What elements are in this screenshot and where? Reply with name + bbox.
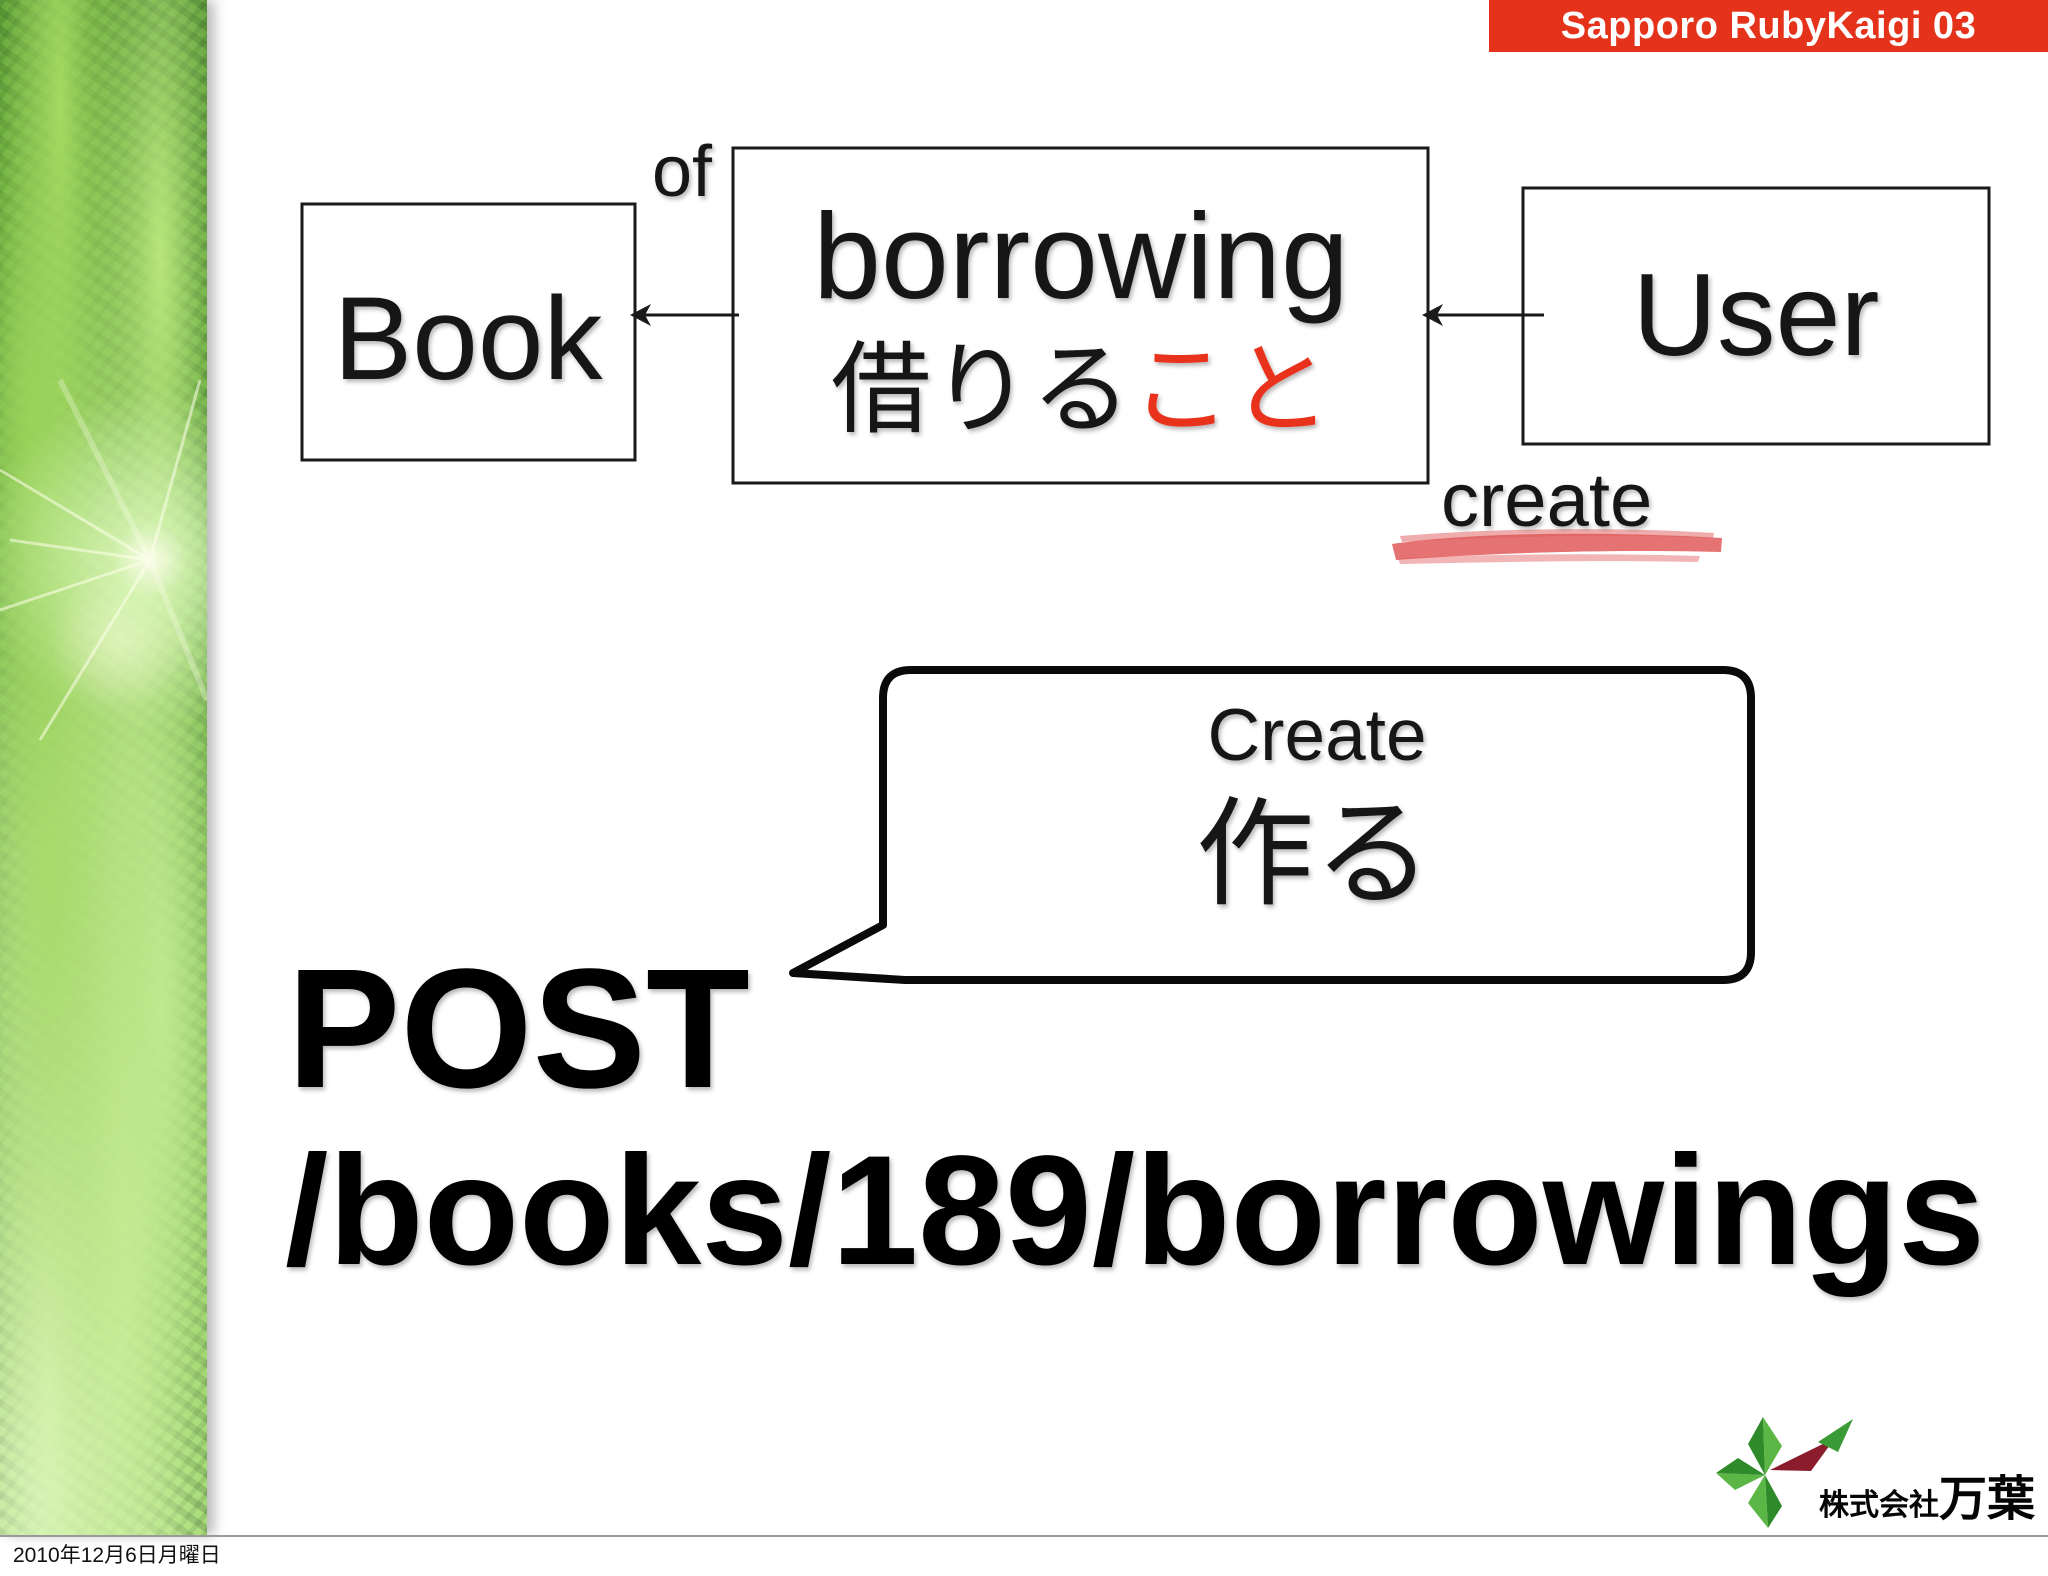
arrow-left-icon bbox=[630, 304, 739, 326]
company-name: 万葉 bbox=[1939, 1473, 2036, 1526]
book-label: Book bbox=[334, 273, 604, 405]
event-banner: Sapporo RubyKaigi 03 bbox=[1489, 0, 2048, 52]
borrowing-box bbox=[731, 146, 1430, 485]
borrowing-label-ja-base: 借りる bbox=[831, 334, 1131, 446]
forest-photo bbox=[0, 0, 207, 1535]
event-banner-text: Sapporo RubyKaigi 03 bbox=[1560, 5, 1977, 47]
bubble-label-en: Create bbox=[1207, 695, 1426, 776]
user-box bbox=[1521, 186, 1991, 446]
user-label: User bbox=[1632, 249, 1879, 380]
brush-underline bbox=[1392, 529, 1722, 564]
company-logo-text: 株式会社万葉 bbox=[1819, 1473, 2036, 1526]
slide-content: Book of borrowing 借りること User create Crea bbox=[285, 132, 2036, 1528]
speech-bubble bbox=[789, 666, 1755, 984]
slide-border bbox=[0, 1535, 2048, 1537]
arrow-left-icon bbox=[1422, 304, 1544, 326]
borrowing-label-ja-highlight: こと bbox=[1131, 334, 1331, 446]
borrowing-label-en: borrowing bbox=[813, 188, 1349, 324]
request-path: /books/189/borrowings bbox=[285, 1124, 1985, 1298]
footer-date: 2010年12月6日月曜日 bbox=[13, 1544, 221, 1567]
request-method: POST bbox=[287, 934, 750, 1124]
create-label: create bbox=[1441, 458, 1652, 543]
of-label: of bbox=[652, 132, 713, 212]
borrowing-label-ja: 借りること bbox=[831, 334, 1331, 446]
company-prefix: 株式会社 bbox=[1819, 1489, 1939, 1522]
sunburst-rays-icon bbox=[0, 378, 207, 741]
book-box bbox=[300, 202, 637, 462]
bubble-label-ja: 作る bbox=[1196, 789, 1432, 921]
leaf-star-logo-icon bbox=[1716, 1417, 1853, 1528]
